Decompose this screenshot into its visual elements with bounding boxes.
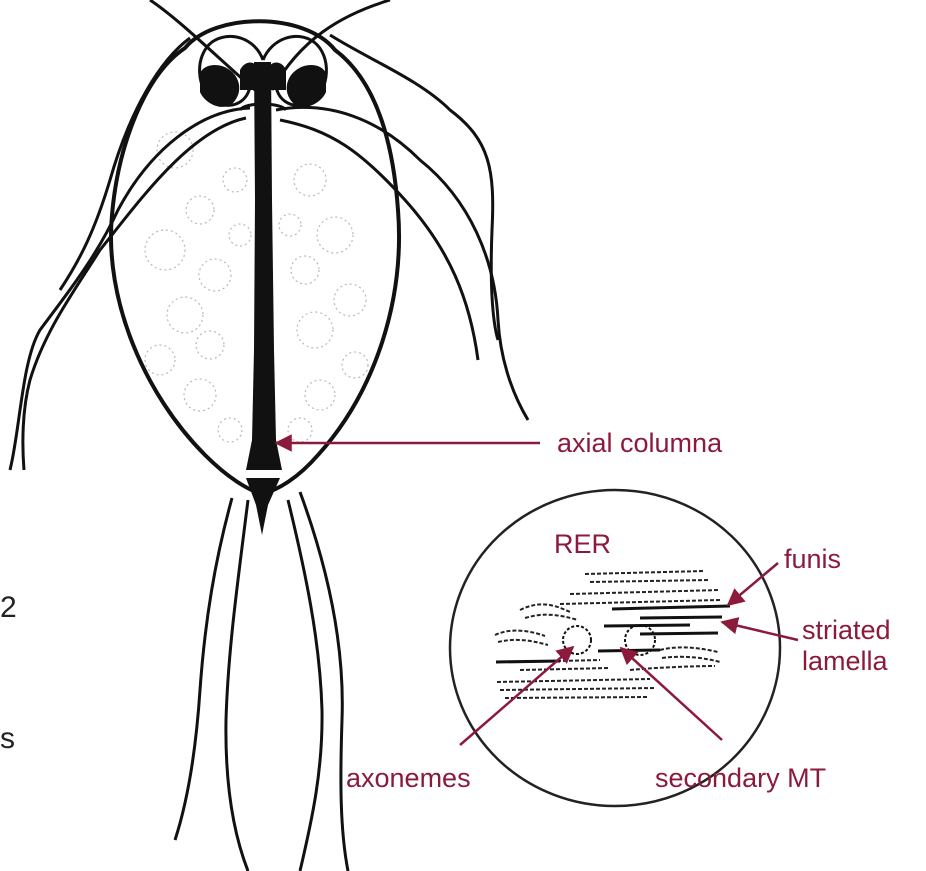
lamella-lines — [496, 606, 730, 662]
label-rer: RER — [554, 529, 611, 559]
label-striated: striated — [802, 615, 891, 645]
caudal-tail — [246, 478, 280, 535]
cropped-text-s: s — [0, 722, 15, 755]
cropped-slide-text: 2 s — [0, 591, 17, 755]
label-axial-columna: axial columna — [557, 428, 723, 458]
posterior-flagella — [175, 492, 348, 871]
label-lamella: lamella — [802, 646, 889, 676]
secondary-mt-pointer — [621, 648, 722, 740]
axial-column-body — [246, 62, 282, 470]
label-secondary-mt: secondary MT — [655, 763, 826, 793]
giardia-drawing — [10, 0, 528, 871]
leader-lines — [276, 443, 798, 745]
inset-circle — [450, 490, 780, 806]
cross-section-inset — [450, 490, 780, 806]
label-funis: funis — [784, 544, 841, 574]
label-axonemes: axonemes — [346, 763, 471, 793]
cropped-text-2: 2 — [0, 591, 17, 624]
striated-lamella-pointer — [722, 622, 798, 640]
labels: axial columna RER funis striated lamella… — [346, 428, 891, 793]
